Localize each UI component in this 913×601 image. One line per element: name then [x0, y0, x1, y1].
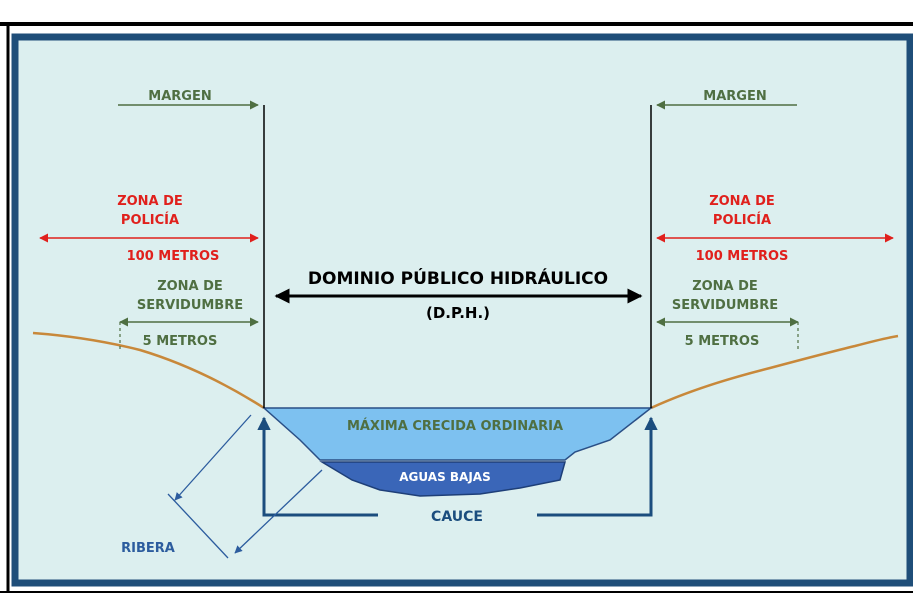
left-policia-distance: 100 METROS [127, 249, 220, 264]
right-policia-label-1: ZONA DE [709, 194, 775, 209]
left-servidumbre-distance: 5 METROS [143, 334, 218, 349]
max-flood-label: MÁXIMA CRECIDA ORDINARIA [347, 418, 563, 434]
ribera-label: RIBERA [121, 541, 175, 556]
left-servidumbre-label-1: ZONA DE [157, 279, 223, 294]
ground-left [32, 331, 265, 410]
right-policia-distance: 100 METROS [696, 249, 789, 264]
left-policia-label-2: POLICÍA [121, 212, 179, 228]
low-water-label: AGUAS BAJAS [399, 470, 490, 484]
left-policia-label-1: ZONA DE [117, 194, 183, 209]
low-water-area [319, 461, 566, 497]
right-servidumbre-label-2: SERVIDUMBRE [672, 298, 778, 313]
right-policia-label-2: POLICÍA [713, 212, 771, 228]
ribera-arrow-lower [234, 469, 323, 554]
right-servidumbre-distance: 5 METROS [685, 334, 760, 349]
ribera-arrow-upper [174, 414, 252, 501]
left-servidumbre-label-2: SERVIDUMBRE [137, 298, 243, 313]
right-servidumbre-label-1: ZONA DE [692, 279, 758, 294]
right-margen-label: MARGEN [703, 89, 766, 104]
ground-right [650, 334, 899, 410]
cauce-label: CAUCE [431, 509, 483, 525]
cauce-right-arrow [537, 416, 658, 517]
cauce-left-arrow [257, 416, 378, 517]
ribera-width-line [167, 493, 229, 559]
dph-title: DOMINIO PÚBLICO HIDRÁULICO [308, 267, 608, 289]
max-flood-area [262, 407, 654, 461]
left-margen-label: MARGEN [148, 89, 211, 104]
dph-abbr: (D.P.H.) [426, 304, 490, 322]
